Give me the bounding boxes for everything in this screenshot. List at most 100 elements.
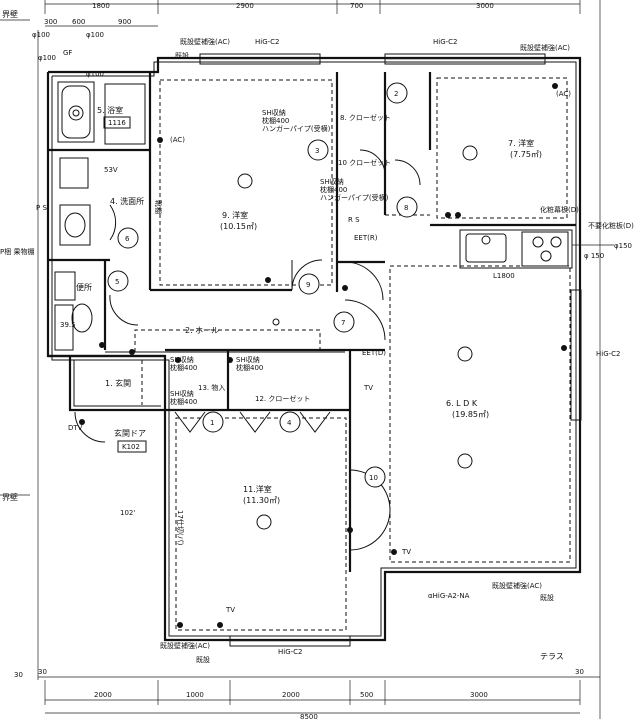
top-dimensions: 1800 2900 700 3000 300 600 900 [44, 0, 581, 27]
existing-2: 既設 [196, 655, 210, 664]
marker-2: 2 [394, 90, 398, 98]
kitchen-length: L1800 [493, 272, 515, 280]
window-higa2: αHiG-A2-NA [428, 592, 470, 600]
shoe-label: 靴棚 [154, 200, 163, 214]
dim-row-right: 30 [575, 668, 584, 676]
dim-bottom-1: 2000 [94, 691, 112, 699]
right-window: HiG-C2 不要化粧板(D) φ150 φ 150 [570, 221, 634, 421]
storage-a-2: 枕棚400 [262, 116, 289, 125]
marker-6: 6 [125, 235, 130, 243]
toilet-size: 39.5 [60, 321, 76, 329]
boundary-left-mid: 界壁 [2, 492, 18, 502]
bath-unit: 1116 [108, 119, 126, 127]
closet12-label: 12. クローゼット [255, 394, 310, 403]
marker-7: 7 [341, 319, 345, 327]
misc-annotations: φ100 φ100 φ100 φ100 GF 53V R S EET(R) EE… [0, 31, 579, 614]
storage-d-1: SH収納 [236, 355, 260, 364]
tv-label-1: TV [363, 384, 373, 392]
ldk-area: (19.85㎡) [452, 410, 489, 419]
bottom-dimensions: 30 30 2000 1000 2000 500 3000 8500 30 [14, 668, 600, 719]
marker-8: 8 [404, 204, 408, 212]
ceiling-lights [237, 145, 478, 530]
storage-c-1: SH収納 [170, 355, 194, 364]
room11-area: (11.30㎡) [243, 496, 280, 505]
tv-label-2: TV [401, 548, 411, 556]
ps-shelf: P梱 果物棚 [0, 247, 34, 256]
window-hig-top2: HiG-C2 [433, 38, 458, 46]
wall-ac-2: 既設壁補強(AC) [520, 43, 570, 52]
dim-row-left: 30 [38, 668, 47, 676]
wall-ac-1: 既設壁補強(AC) [180, 37, 230, 46]
room11-label: 11.洋室 [243, 484, 272, 494]
marker-3: 3 [315, 147, 319, 155]
storage-e-1: SH収納 [170, 389, 194, 398]
storage-a-1: SH収納 [262, 108, 286, 117]
phi100-3: φ100 [38, 54, 56, 62]
closet-label: 8. クローゼット [340, 113, 391, 122]
dashed-lines [134, 77, 571, 631]
dim-top-3: 700 [350, 2, 363, 10]
storage-label: 13. 物入 [198, 383, 225, 392]
top-windows: HiG-C2 HiG-C2 既設壁補強(AC) 既設壁補強(AC) 既設 [175, 37, 570, 65]
entrance-label: 1. 玄関 [105, 378, 131, 388]
ps-label: P S [36, 204, 47, 212]
washroom-label: 4. 洗面所 [110, 196, 144, 206]
dim-sub-3: 900 [118, 18, 131, 26]
window-hig-right: HiG-C2 [596, 350, 621, 358]
tv-label-3: TV [225, 606, 235, 614]
numbered-markers: 1 2 3 4 5 6 7 8 9 10 [107, 82, 418, 488]
dim-top-4: 3000 [476, 2, 494, 10]
storage-d-2: 枕棚400 [236, 363, 263, 372]
unused-duct: 不要化粧板(D) [588, 221, 634, 230]
room7-area: (7.75㎡) [510, 150, 542, 159]
marker-10: 10 [369, 474, 378, 482]
phi100-1: φ100 [32, 31, 50, 39]
eet2-label: EET(D) [362, 349, 386, 357]
marker-9: 9 [306, 281, 310, 289]
phi150: φ150 [614, 242, 632, 250]
room9-label: 9. 洋室 [222, 210, 248, 220]
storage-notes: SH収納 枕棚400 ハンガーパイプ(受横) SH収納 枕棚400 ハンガーパイ… [170, 108, 389, 406]
wic-label: 10 クローゼット [338, 158, 391, 167]
dim-bottom-2: 1000 [186, 691, 204, 699]
dim-sub-2: 600 [72, 18, 85, 26]
dim-top-2: 2900 [236, 2, 254, 10]
storage-b-1: SH収納 [320, 177, 344, 186]
gf-label: GF [63, 49, 72, 57]
phi100-4: φ100 [86, 70, 104, 78]
sign-wall: 化粧幕板(D) [540, 205, 579, 214]
existing-1: 既設 [175, 51, 189, 60]
door-label: 玄関ドア [114, 428, 146, 438]
hall-label: 2. ホール [185, 326, 219, 335]
s5v-label: 53V [104, 166, 118, 174]
dim-bottom-4: 500 [360, 691, 373, 699]
eet-label: EET(R) [354, 234, 378, 242]
room9-area: (10.15㎡) [220, 222, 257, 231]
room7-label: 7. 洋室 [508, 138, 534, 148]
dtv-label: DTV [68, 424, 83, 432]
floor-102: 102' [120, 509, 135, 517]
ac-label-2: (AC) [556, 90, 571, 98]
dim-top-1: 1800 [92, 2, 110, 10]
storage-b-3: ハンガーパイプ(受横) [320, 193, 389, 202]
window-hig-top1: HiG-C2 [255, 38, 280, 46]
storage-a-3: ハンガーパイプ(受横) [262, 124, 331, 133]
room-labels: 5. 浴室 1116 4. 洗面所 便所 39.5 2. ホール 1. 玄関 玄… [60, 105, 564, 661]
ldk-label: 6. L D K [446, 399, 478, 408]
marker-4: 4 [287, 419, 292, 427]
phi150b: φ 150 [584, 252, 604, 260]
phi100-2: φ100 [86, 31, 104, 39]
wall-ac-4: 既設壁補強(AC) [492, 581, 542, 590]
wall-ac-3: 既設壁補強(AC) [160, 641, 210, 650]
dim-sub-1: 300 [44, 18, 57, 26]
window-hig-bottom: HiG-C2 [278, 648, 303, 656]
rs-label: R S [348, 216, 360, 224]
existing-3: 既設 [540, 593, 554, 602]
storage-c-2: 枕棚400 [170, 363, 197, 372]
bath-fixtures [54, 81, 146, 351]
toilet-label: 便所 [76, 282, 92, 292]
dim-bottom-total: 8500 [300, 713, 318, 719]
marker-1: 1 [210, 419, 214, 427]
partition-label: 17仕切(パ) [176, 510, 185, 546]
